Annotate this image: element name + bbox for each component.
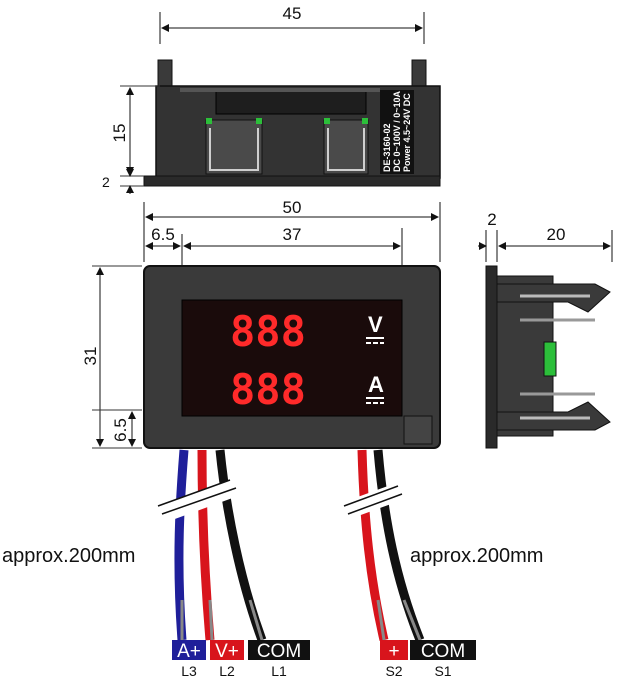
dim-front-height: 31 [81, 347, 100, 366]
upper-digits: 888 [230, 307, 306, 356]
front-view: 50 6.5 37 888 V 888 A 31 6.5 [81, 198, 441, 449]
dim-top-width: 45 [283, 4, 302, 23]
spec-label [380, 90, 414, 174]
connector-labels-right: + S2 COM S1 [380, 640, 476, 679]
lower-digits: 888 [230, 365, 306, 414]
pin-l3: L3 [181, 663, 197, 679]
side-view: 2 20 [478, 210, 613, 449]
spec-line-2: DC 0~100V / 0~10A [392, 90, 402, 172]
upper-unit: V [368, 312, 383, 337]
wires-right [337, 449, 425, 642]
dim-side-flange: 2 [487, 210, 496, 229]
pin-s1: S1 [434, 663, 451, 679]
connector-labels-left: A+ L3 V+ L2 COM L1 [172, 640, 310, 679]
connector-a-plus [172, 640, 206, 660]
connector-v-plus [210, 640, 244, 660]
connector-com-left-label: COM [257, 641, 301, 662]
top-connector-left [205, 118, 263, 175]
dim-bottom-offset: 6.5 [111, 418, 130, 442]
top-view: 45 DE-3160-02 DC 0~100V / 0~10A Power 4.… [102, 4, 441, 194]
dim-top-height: 15 [110, 124, 129, 143]
connector-plus [380, 640, 408, 660]
pin-l1: L1 [271, 663, 287, 679]
dim-front-offset: 6.5 [151, 225, 175, 244]
wire-length-right: approx.200mm [410, 545, 543, 567]
meter-screen [181, 299, 403, 417]
connector-a-plus-label: A+ [177, 641, 201, 662]
adjust-button[interactable] [403, 415, 433, 445]
lower-unit: A [368, 372, 384, 397]
wires-left [149, 449, 267, 642]
pin-l2: L2 [219, 663, 235, 679]
spec-line-3: Power 4.5~24V DC [402, 93, 412, 172]
top-connector-right [323, 118, 369, 175]
connector-plus-label: + [388, 641, 399, 662]
connector-com-right-label: COM [421, 641, 465, 662]
dim-front-width: 50 [283, 198, 302, 217]
pin-s2: S2 [385, 663, 402, 679]
wire-length-left: approx.200mm [2, 545, 135, 567]
connector-com-right [410, 640, 476, 660]
dim-top-flange: 2 [102, 174, 110, 190]
connector-v-plus-label: V+ [215, 641, 239, 662]
dim-side-depth: 20 [547, 225, 566, 244]
connector-com-left [248, 640, 310, 660]
spec-line-1: DE-3160-02 [382, 123, 392, 172]
dim-display-width: 37 [283, 225, 302, 244]
